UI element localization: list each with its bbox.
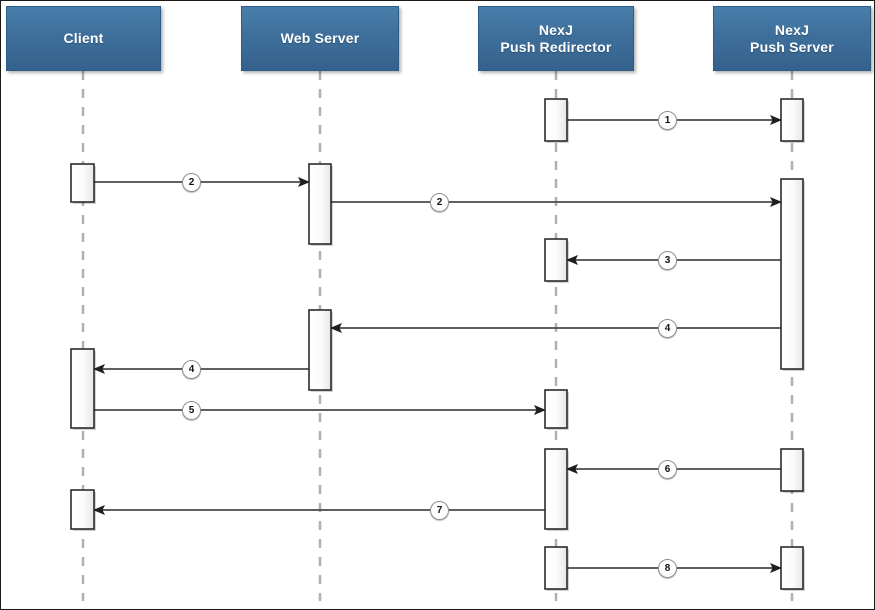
message-number-badge-3[interactable]: 3 [658,251,677,270]
participant-header-pushserver[interactable]: NexJ Push Server [713,6,871,71]
participant-header-client[interactable]: Client [6,6,161,71]
activation-bar-client [70,163,95,203]
participant-label-client: Client [63,30,104,46]
participant-label-pushserver: NexJ Push Server [750,21,834,55]
message-number-badge-2[interactable]: 2 [182,173,201,192]
message-number-badge-2[interactable]: 2 [430,193,449,212]
lifelines-layer [81,71,794,601]
activation-bar-redirector [544,448,568,530]
activation-bar-client [70,489,95,530]
activation-bar-webserver [308,309,332,391]
message-number-badge-5[interactable]: 5 [182,401,201,420]
activation-bar-redirector [544,98,568,142]
message-number-badge-7[interactable]: 7 [430,501,449,520]
activation-bar-pushserver [780,178,804,370]
activation-bar-pushserver [780,98,804,142]
activation-bar-redirector [544,238,568,282]
messages-layer [93,115,782,573]
participant-header-redirector[interactable]: NexJ Push Redirector [478,6,634,71]
activation-bar-pushserver [780,448,804,492]
activation-bar-redirector [544,389,568,429]
activations-layer [70,98,805,591]
activation-bar-webserver [308,163,332,245]
participant-label-webserver: Web Server [280,30,360,46]
activation-bar-client [70,348,95,429]
message-number-badge-4[interactable]: 4 [182,360,201,379]
message-number-badge-4[interactable]: 4 [658,319,677,338]
activation-bar-redirector [544,546,568,590]
message-number-badge-6[interactable]: 6 [658,460,677,479]
activation-bar-pushserver [780,546,804,590]
message-number-badge-1[interactable]: 1 [658,111,677,130]
participant-label-redirector: NexJ Push Redirector [500,21,612,55]
participant-header-webserver[interactable]: Web Server [241,6,399,71]
message-number-badge-8[interactable]: 8 [658,559,677,578]
